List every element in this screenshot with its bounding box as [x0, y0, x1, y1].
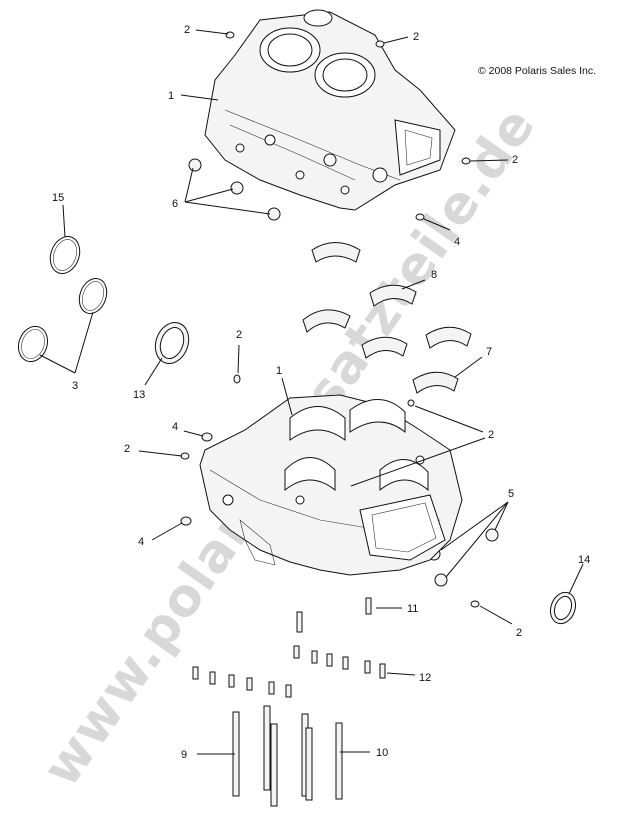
callout-2: 2 — [124, 443, 130, 455]
callout-2: 2 — [488, 429, 494, 441]
callout-labels: 2 2 1 2 6 4 15 3 13 2 8 7 1 2 4 2 4 5 14… — [52, 24, 590, 761]
callout-4: 4 — [138, 536, 144, 548]
long-bolts-10 — [301, 713, 343, 801]
callout-7: 7 — [486, 346, 492, 358]
dowel-pin — [415, 213, 425, 221]
callout-2: 2 — [512, 154, 518, 166]
copyright-text: © 2008 Polaris Sales Inc. — [478, 65, 596, 77]
callout-8: 8 — [431, 269, 437, 281]
seal-13 — [154, 322, 190, 364]
bolt-set-11 — [296, 597, 372, 633]
dowel-pin — [180, 452, 190, 460]
dowel-pin — [233, 374, 241, 384]
bushing — [180, 516, 192, 526]
dowel-pin — [225, 31, 235, 39]
callout-3: 3 — [72, 380, 78, 392]
bolt-set-12 — [192, 645, 386, 698]
callout-11: 11 — [407, 603, 418, 615]
lower-crankcase — [199, 394, 463, 576]
callout-12: 12 — [419, 672, 431, 684]
callout-6: 6 — [172, 198, 178, 210]
bushing-5 — [434, 573, 448, 587]
long-bolts-9 — [232, 705, 278, 807]
callout-1: 1 — [168, 90, 174, 102]
dowel-pin — [407, 399, 415, 407]
dowel-pin — [461, 157, 471, 165]
callout-2: 2 — [413, 31, 419, 43]
dowel-pin — [375, 40, 385, 48]
callout-9: 9 — [181, 749, 187, 761]
callout-4: 4 — [454, 236, 460, 248]
dowel-pin — [470, 600, 480, 608]
leader-lines — [39, 29, 584, 755]
seal-14 — [549, 591, 577, 625]
main-bearing-upper — [302, 242, 417, 333]
callout-2: 2 — [516, 627, 522, 639]
bushing-5 — [485, 528, 499, 542]
callout-2: 2 — [184, 24, 190, 36]
callout-1: 1 — [276, 365, 282, 377]
seal-3 — [17, 278, 108, 363]
callout-5: 5 — [508, 488, 514, 500]
callout-14: 14 — [578, 554, 590, 566]
callout-4: 4 — [172, 421, 178, 433]
plug-set — [188, 158, 281, 221]
callout-15: 15 — [52, 192, 64, 204]
bushing — [201, 432, 213, 442]
callout-10: 10 — [376, 747, 388, 759]
main-bearing-lower — [361, 326, 472, 394]
upper-crankcase — [204, 9, 456, 211]
callout-13: 13 — [133, 389, 145, 401]
seal-15 — [49, 236, 81, 274]
callout-2: 2 — [236, 329, 242, 341]
